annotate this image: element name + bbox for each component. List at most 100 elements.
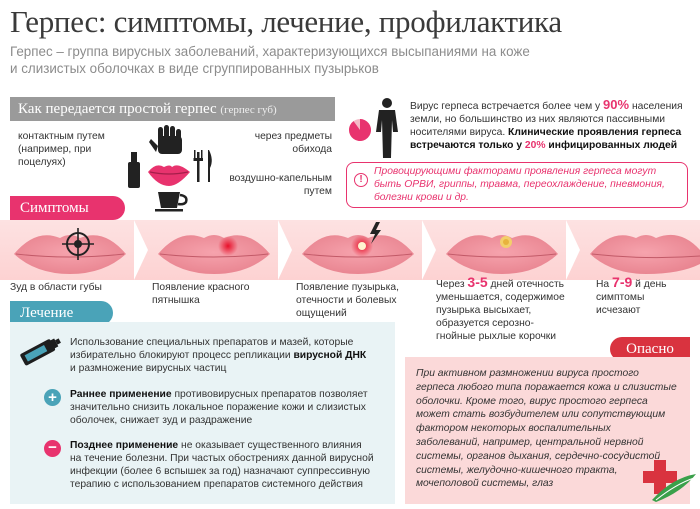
danger-line-3: оболочки. Кроме того, вирус простого гер… [416,395,648,407]
page-title: Герпес: симптомы, лечение, профилактика [10,4,562,39]
person-silhouette-icon [376,98,398,158]
band-divider-2 [278,220,292,280]
bottle-icon [128,152,140,188]
band-divider-1 [134,220,148,280]
provoking-line-2: быть ОРВИ, гриппы, травма, переохлаждени… [374,178,665,190]
provoking-box [346,162,688,208]
contact-line-3: поцелуях) [18,157,66,168]
contact-line-2: (например, при [18,144,92,155]
treat-p1-line2: избирательно блокируют процесс репликаци… [70,350,367,361]
danger-line-8: системы, желудочно-кишечного тракта, [416,464,618,476]
treatment-paragraph-3: Позднее применение не оказывает существе… [70,439,390,491]
exclamation-icon: ! [354,173,368,187]
ointment-tube-icon [20,338,61,366]
subtitle-line-2: и слизистых оболочках в виде сгруппирова… [10,61,379,76]
treat-p3-line3: инфекции (более 6 вспышек за год) назнач… [70,466,370,477]
treatment-paragraph-1: Использование специальных препаратов и м… [70,336,390,375]
danger-line-4: может стать возбудителем или сопутствующ… [416,409,666,421]
minus-icon: − [44,440,61,457]
band-divider-4 [566,220,580,280]
contact-line-1: контактным путем [18,131,105,142]
treat-p3-line4: терапию с использованием препаратов сист… [70,479,363,490]
lips-stage-1 [14,235,126,274]
treat-p1-line1: Использование специальных препаратов и м… [70,337,354,348]
provoking-line-3: болезни крови и др. [374,191,469,203]
danger-line-5: фактором некоторых воспалительных [416,423,611,435]
medical-cross-logo-icon [643,460,696,502]
step4-line2: уменьшается, содержимое [436,292,565,303]
page-subtitle: Герпес – группа вирусных заболеваний, ха… [10,43,690,77]
danger-line-1: При активном размножении вируса простого [416,368,639,379]
provoking-line-1: Провоцирующими факторами проявления герп… [374,166,657,177]
air-line-2: путем [303,186,332,197]
stats-pct-90: 90% [603,97,630,112]
danger-box [405,357,690,504]
symptoms-title: Симптомы [10,196,125,220]
band-divider-3 [422,220,436,280]
symptom-step-3: Появление пузырька, отечности и болевых … [296,281,426,320]
lightning-icon [370,222,381,244]
lips-stage-4 [446,235,558,274]
stats-icons [349,98,398,158]
symptom-step-2: Появление красного пятнышка [152,281,282,307]
step2-line2: пятнышка [152,295,200,306]
treat-p1-line3: и размножение вирусных частиц [70,363,227,374]
step1-line1: Зуд в области губы [10,282,102,293]
transmission-title-text: Как передается простой герпес [18,101,217,117]
step3-line2: отечности и болевых [296,295,397,306]
treat-p2-line3: оболочек, снижает зуд и раздражение [70,415,253,426]
cup-icon [155,192,188,212]
stats-line-4: встречаются только у 20% инфицированных … [410,140,678,151]
step5-line3: исчезают [596,305,641,316]
danger-line-6: заболеваний, например, центральной нервн… [416,436,644,448]
stats-line-2: земли, но большинство из них являются па… [410,114,666,125]
transmission-items: через предметы обихода [232,130,332,156]
stats-text: Вирус герпеса встречается более чем у 90… [410,98,695,152]
step5-days: 7-9 [612,274,633,290]
hand-icon [149,125,182,154]
danger-line-9: мочеполовой системы, глаз [416,478,554,490]
transmission-air: воздушно-капельным путем [212,172,332,198]
step4-line1: Через 3-5 дней отечность [436,274,565,290]
danger-text: При активном размножении вируса простого… [416,367,691,491]
transmission-title-note: (герпес губ) [220,104,277,116]
cutlery-icon [193,150,212,182]
treat-p2-line1: Раннее применение противовирусных препар… [70,389,368,400]
treat-p2-line2: значительно снизить локальное поражение … [70,402,366,413]
treat-p3-line2: на течение болезни. При частых обострени… [70,453,374,464]
provoking-text: Провоцирующими факторами проявления герп… [374,166,688,204]
stats-line-3: носителями вируса. Клинические проявлени… [410,127,682,138]
lips-icon [148,165,190,186]
symptom-step-4: Через 3-5 дней отечность уменьшается, со… [436,274,586,343]
step4-days: 3-5 [467,274,488,290]
step4-line5: гнойные рыхлые корочки [436,331,557,342]
symptom-step-1: Зуд в области губы [10,281,135,294]
treatment-title: Лечение [10,301,113,325]
items-line-2: обихода [292,144,332,155]
treatment-paragraph-2: Раннее применение противовирусных препар… [70,388,390,427]
danger-line-7: системы, органов дыхания, сердечно-сосуд… [416,450,661,462]
subtitle-line-1: Герпес – группа вирусных заболеваний, ха… [10,44,530,59]
step5-line1: На 7-9 й день [596,274,667,290]
step4-line4: образуется серозно- [436,318,534,329]
treat-p3-line1: Позднее применение не оказывает существе… [70,440,362,451]
items-line-1: через предметы [254,131,332,142]
transmission-title: Как передается простой герпес (герпес гу… [10,97,335,121]
step2-line1: Появление красного [152,282,250,293]
step5-line2: симптомы [596,292,645,303]
lips-stage-2 [158,235,270,274]
crosshair-icon [62,228,94,260]
step3-line1: Появление пузырька, [296,282,399,293]
transmission-icons [128,125,212,212]
stats-line-1: Вирус герпеса встречается более чем у 90… [410,97,683,112]
lips-stage-3 [302,235,414,274]
stats-pct-20: 20% [524,140,546,151]
plus-icon: + [44,389,61,406]
step3-line3: ощущений [296,308,347,319]
air-line-1: воздушно-капельным [229,173,332,184]
step4-line3: пузырька высыхает, [436,305,532,316]
lips-stage-5 [590,234,700,274]
symptom-step-5: На 7-9 й день симптомы исчезают [596,274,696,317]
danger-line-2: герпеса любого типа поражается кожа и сл… [416,381,677,393]
treatment-box [10,322,395,504]
